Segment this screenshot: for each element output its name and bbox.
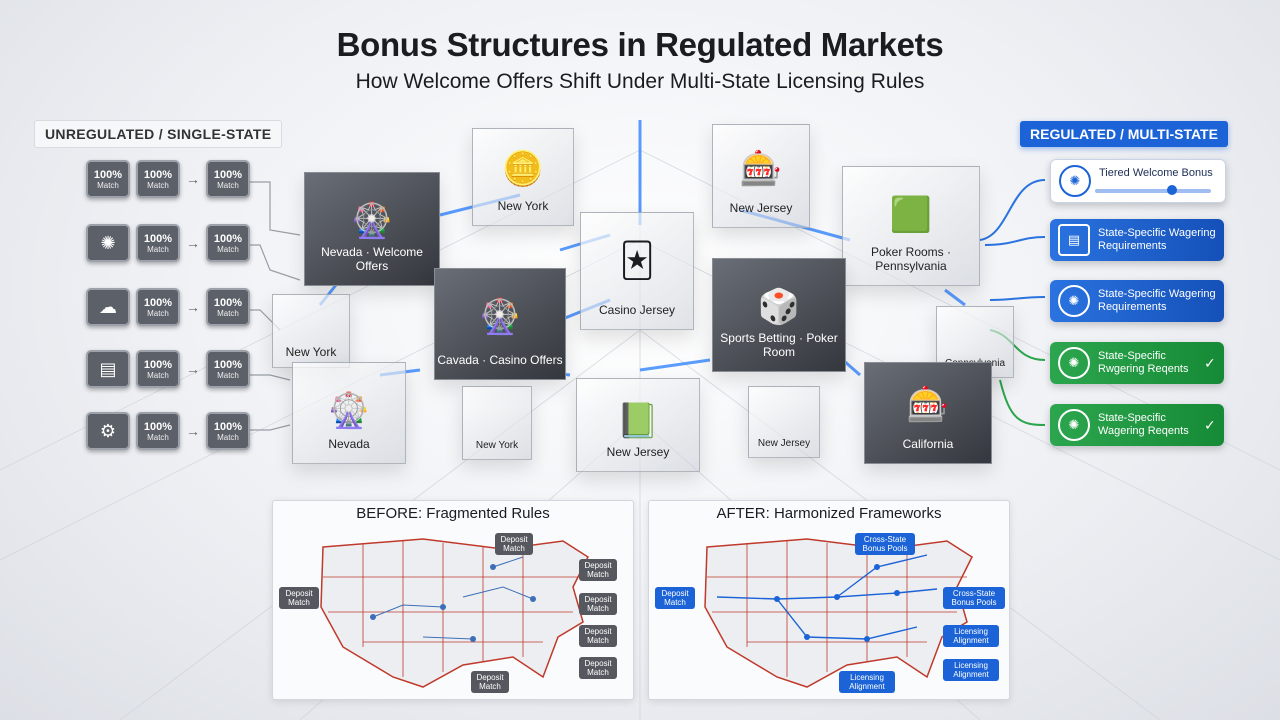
card-tiered-welcome-bonus: ✺ Tiered Welcome Bonus	[1050, 159, 1226, 203]
before-title: BEFORE: Fragmented Rules	[356, 505, 550, 522]
cube-cavada-casino: 🎡 Cavada · Casino Offers	[434, 268, 566, 380]
cube-new-york-bottom: New York	[462, 386, 532, 460]
check-icon: ✓	[1204, 416, 1216, 433]
cube-sports-poker: 🎲 Sports Betting · Poker Room	[712, 258, 846, 372]
card-wagering-requirements-3: ✺ State-Specific Rwgering Reqents ✓	[1050, 342, 1224, 384]
chips-icon: 🎲	[757, 288, 801, 326]
licensing-alignment-tag: Licensing Alignment	[839, 671, 895, 693]
match-cell: 100%Match	[206, 160, 250, 198]
chip-icon: ✺	[1058, 409, 1090, 441]
cube-new-york-small: New York	[272, 294, 350, 368]
deposit-match-tag: Deposit Match	[579, 625, 617, 647]
roulette-icon: 🎡	[350, 202, 394, 240]
us-map-harmonized	[704, 538, 973, 688]
card-icon: 📗	[616, 402, 660, 440]
after-title: AFTER: Harmonized Frameworks	[716, 505, 942, 522]
cube-new-jersey-bottom: 📗 New Jersey	[576, 378, 700, 472]
roulette-icon: 🎡	[327, 392, 371, 430]
licensing-alignment-tag: Licensing Alignment	[943, 659, 999, 681]
us-map-fragmented	[320, 538, 589, 688]
roulette-icon: 🎡	[478, 298, 522, 336]
cube-poker-pennsylvania: 🟩 Poker Rooms · Pennsylvania	[842, 166, 980, 286]
map-state-icon: 🟩	[889, 196, 933, 234]
deposit-match-tag: Deposit Match	[655, 587, 695, 609]
match-cell: 100%Match	[136, 160, 180, 198]
left-row-4: ▤ 100%Match → 100%Match	[86, 350, 250, 388]
regulated-label: REGULATED / MULTI-STATE	[1020, 121, 1228, 147]
deposit-match-tag: Deposit Match	[579, 593, 617, 615]
match-cell: 100%Match	[206, 288, 250, 326]
chips-icon: 🎰	[739, 150, 783, 188]
gear-icon: ⚙	[86, 412, 130, 450]
document-icon: ▤	[86, 350, 130, 388]
left-row-3: ☁ 100%Match → 100%Match	[86, 288, 250, 326]
cube-new-jersey-small: New Jersey	[748, 386, 820, 458]
page-subtitle: How Welcome Offers Shift Under Multi-Sta…	[355, 70, 925, 93]
document-icon: ▤	[1058, 224, 1090, 256]
cube-new-jersey-top: 🎰 New Jersey	[712, 124, 810, 228]
cube-new-york: 🪙 New York	[472, 128, 574, 226]
cross-state-bonus-tag: Cross-State Bonus Pools	[943, 587, 1005, 609]
chip-icon: ✺	[1059, 165, 1091, 197]
deposit-match-tag: Deposit Match	[495, 533, 533, 555]
arrow-right-icon: →	[186, 235, 200, 251]
deposit-match-tag: Deposit Match	[579, 657, 617, 679]
left-row-1: 100%Match 100%Match → 100%Match	[86, 160, 250, 198]
deposit-match-tag: Deposit Match	[279, 587, 319, 609]
match-cell: 100%Match	[136, 412, 180, 450]
bonus-tier-slider	[1095, 185, 1211, 195]
match-cell: 100%Match	[206, 350, 250, 388]
chip-icon: ✺	[1058, 347, 1090, 379]
licensing-alignment-tag: Licensing Alignment	[943, 625, 999, 647]
cross-state-bonus-tag: Cross-State Bonus Pools	[855, 533, 915, 555]
cube-california: 🎰 California	[864, 362, 992, 464]
badge-cell: 100%Match	[86, 160, 130, 198]
chip-icon: ✺	[1058, 285, 1090, 317]
arrow-right-icon: →	[186, 299, 200, 315]
match-cell: 100%Match	[136, 350, 180, 388]
arrow-right-icon: →	[186, 171, 200, 187]
arrow-right-icon: →	[186, 423, 200, 439]
chips-icon: 🎰	[906, 386, 950, 424]
match-cell: 100%Match	[136, 224, 180, 262]
cube-nevada-welcome: 🎡 Nevada · Welcome Offers	[304, 172, 440, 286]
cube-casino-jersey: 🃏 Casino Jersey	[580, 212, 694, 330]
match-cell: 100%Match	[136, 288, 180, 326]
before-panel: BEFORE: Fragmented Rules Deposit Match D…	[272, 500, 634, 700]
left-row-5: ⚙ 100%Match → 100%Match	[86, 412, 250, 450]
unregulated-label: UNREGULATED / SINGLE-STATE	[34, 120, 283, 148]
page-title: Bonus Structures in Regulated Markets	[336, 26, 944, 63]
match-cell: 100%Match	[206, 412, 250, 450]
check-icon: ✓	[1204, 354, 1216, 371]
left-row-2: ✺ 100%Match → 100%Match	[86, 224, 250, 262]
card-wagering-requirements-1: ▤ State-Specific Wagering Requirements	[1050, 219, 1224, 261]
deposit-match-tag: Deposit Match	[471, 671, 509, 693]
card-wagering-requirements-2: ✺ State-Specific Wagering Requirements	[1050, 280, 1224, 322]
chip-icon: ✺	[86, 224, 130, 262]
match-cell: 100%Match	[206, 224, 250, 262]
deposit-match-tag: Deposit Match	[579, 559, 617, 581]
card-icon: 🃏	[619, 242, 655, 280]
coin-icon: 🪙	[501, 150, 545, 188]
card-wagering-requirements-4: ✺ State-Specific Wagering Reqents ✓	[1050, 404, 1224, 446]
cube-nevada-bottom: 🎡 Nevada	[292, 362, 406, 464]
handshake-icon: ☁	[86, 288, 130, 326]
arrow-right-icon: →	[186, 361, 200, 377]
after-panel: AFTER: Harmonized Frameworks Cross-State…	[648, 500, 1010, 700]
